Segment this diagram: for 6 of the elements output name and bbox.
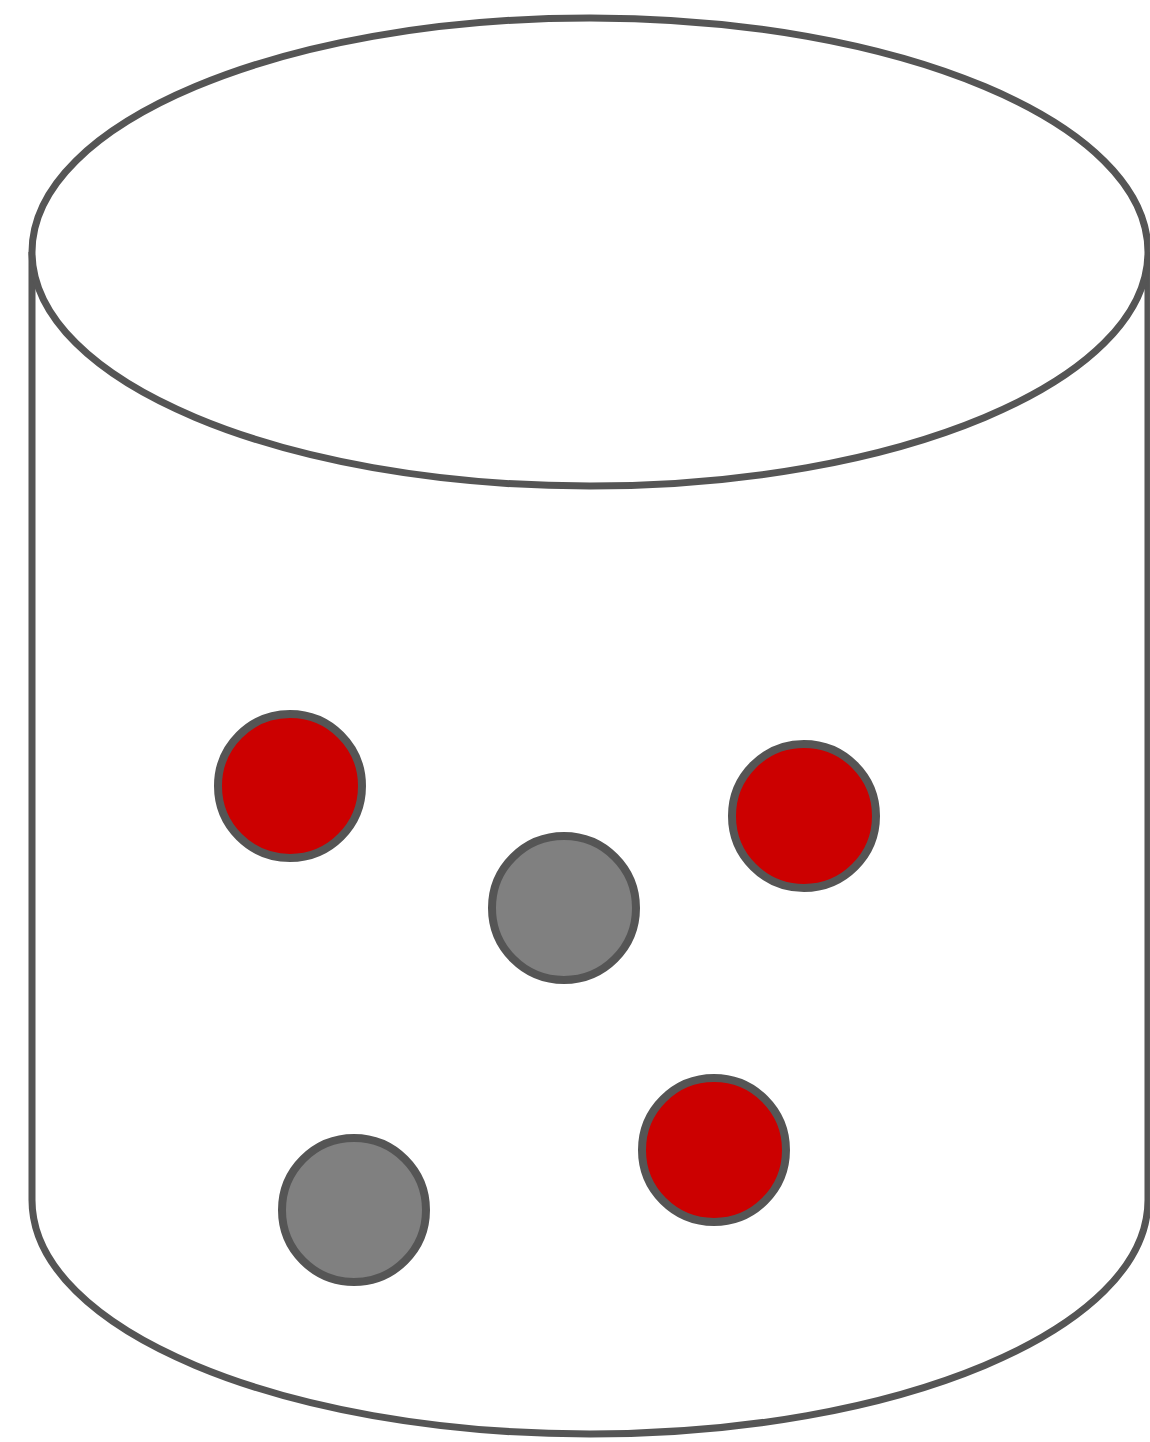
ball bbox=[278, 1134, 430, 1286]
ball bbox=[214, 710, 366, 862]
ball bbox=[488, 832, 640, 984]
cylinder-drawing bbox=[28, 14, 1150, 1438]
ball bbox=[638, 1074, 790, 1226]
ball bbox=[728, 740, 880, 892]
